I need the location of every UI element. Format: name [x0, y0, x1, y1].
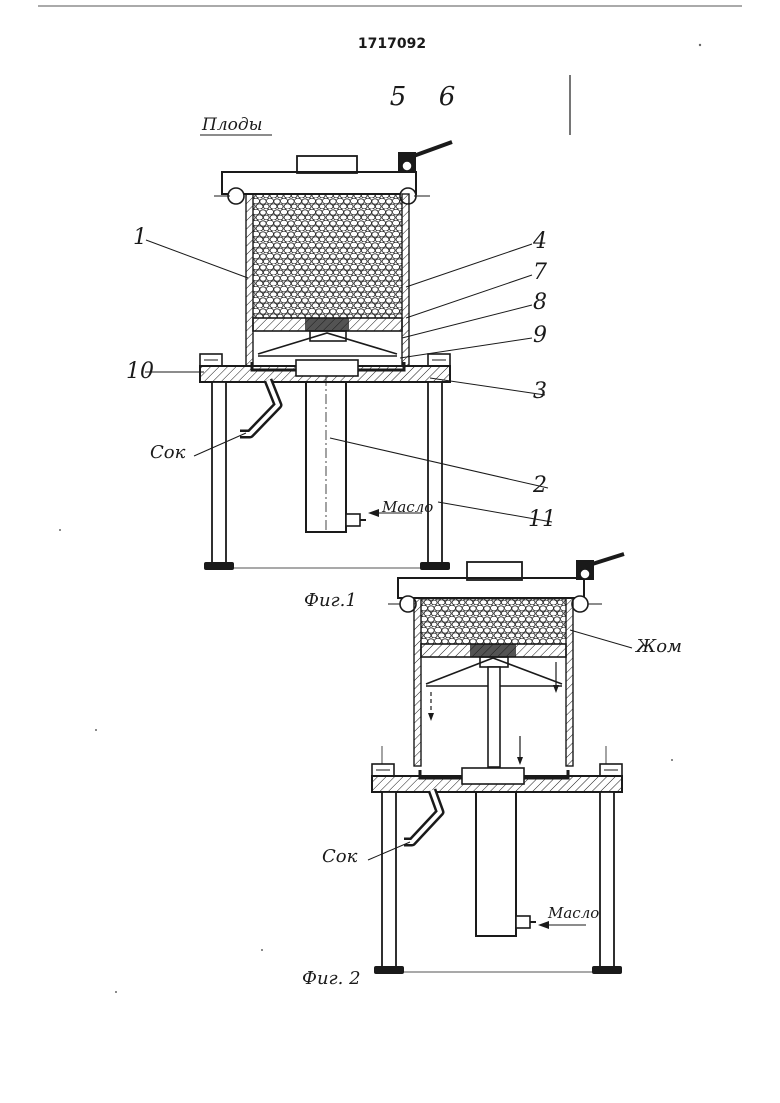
lid — [221, 171, 417, 195]
hinge-right — [571, 595, 589, 613]
lid-clamp — [398, 140, 453, 172]
leg-left — [381, 791, 397, 969]
part-number-11: 11 — [528, 507, 556, 532]
leg-right — [599, 791, 615, 969]
pomace-load — [421, 598, 566, 644]
part-number-2: 2 — [532, 473, 547, 498]
oil-label: Масло — [381, 498, 433, 516]
part-number-7: 7 — [533, 260, 547, 285]
oil-label: Масло — [547, 904, 599, 922]
oil-port — [515, 915, 531, 929]
part-number-10: 10 — [126, 359, 154, 384]
leader-lines — [367, 629, 633, 861]
sheet-mark-5: 5 — [390, 82, 407, 112]
deflector-cone — [257, 332, 398, 355]
pomace-label: Жом — [634, 636, 682, 657]
deflector-cone — [425, 657, 563, 685]
juice-tray — [250, 362, 406, 372]
lid-handle — [466, 561, 523, 581]
piston-hub — [309, 330, 347, 342]
chamber-wall-right — [565, 597, 574, 767]
juice-label: Сок — [322, 846, 358, 867]
juice-label: Сок — [150, 442, 186, 463]
piston-rod — [487, 666, 501, 768]
patent-number: 1717092 — [358, 36, 426, 52]
lid — [397, 577, 585, 599]
oil-port — [345, 513, 361, 527]
chamber-wall-left — [413, 597, 422, 767]
lid-clamp — [576, 552, 625, 580]
lid-handle — [296, 155, 358, 174]
leg-right — [427, 381, 443, 565]
part-number-9: 9 — [533, 323, 547, 348]
chamber-wall-left — [245, 193, 254, 367]
part-number-3: 3 — [533, 379, 547, 404]
part-number-8: 8 — [533, 290, 547, 315]
figure-2-caption: Фиг. 2 — [302, 968, 361, 989]
fruit-load — [253, 194, 402, 318]
sheet-mark-6: 6 — [439, 82, 456, 112]
hinge-left — [227, 187, 245, 205]
drip-arrows — [430, 662, 557, 760]
figure-2: Жом Сок Масло Фиг. 2 — [302, 552, 682, 989]
figure-1: Плоды — [126, 115, 556, 611]
leader-lines — [145, 239, 553, 523]
hydraulic-cylinder — [475, 791, 517, 937]
leg-left — [211, 381, 227, 565]
scan-specks — [59, 43, 702, 993]
inlet-label: Плоды — [201, 115, 263, 135]
figure-1-caption: Фиг.1 — [304, 590, 357, 611]
part-number-4: 4 — [532, 229, 547, 254]
chamber-wall-right — [401, 193, 410, 367]
part-number-1: 1 — [133, 225, 147, 250]
juice-tray — [418, 770, 570, 780]
